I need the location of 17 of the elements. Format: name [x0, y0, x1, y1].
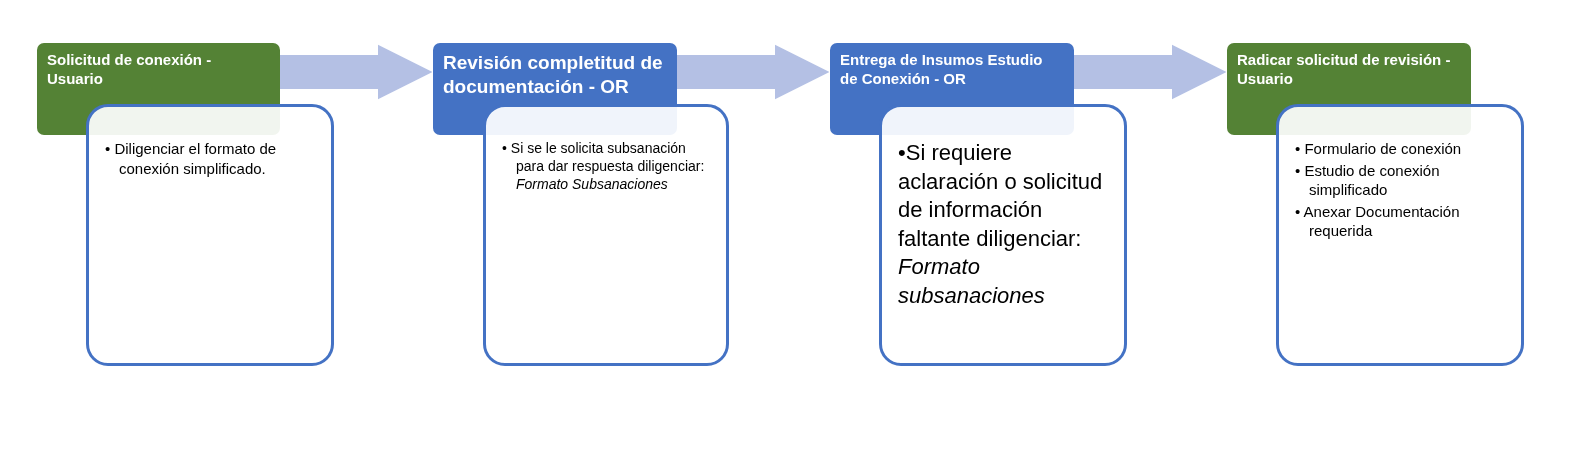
bullet-item: •Si requiere aclaración o solicitud de información faltante diligenciar: Formato subsanaciones: [898, 139, 1104, 310]
step-detail-box: [86, 104, 334, 366]
block-arrow: [677, 44, 830, 100]
step-title: Solicitud de conexión - Usuario: [47, 51, 213, 89]
step-title: Entrega de Insumos Estudio de Conexión - OR: [840, 51, 1044, 89]
step-detail-box: [483, 104, 729, 366]
block-arrow: [1074, 44, 1227, 100]
step-title: Revisión completitud de documentación - OR: [443, 51, 664, 99]
step-detail-box: [1276, 104, 1524, 366]
bullet-item: • Estudio de conexión simplificado: [1295, 160, 1441, 200]
bullet-item: • Formulario de conexión: [1295, 139, 1463, 159]
step-title: Radicar solicitud de revisión - Usuario: [1237, 51, 1452, 89]
bullet-item: • Si se le solicita subsanación para dar respuesta diligenciar: Formato Subsanaciones: [502, 139, 706, 194]
block-arrow: [280, 44, 433, 100]
step-detail-box: [879, 104, 1127, 366]
bullet-item: • Anexar Documentación requerida: [1295, 201, 1461, 241]
bullet-item: • Diligenciar el formato de conexión simplificado.: [105, 139, 278, 178]
